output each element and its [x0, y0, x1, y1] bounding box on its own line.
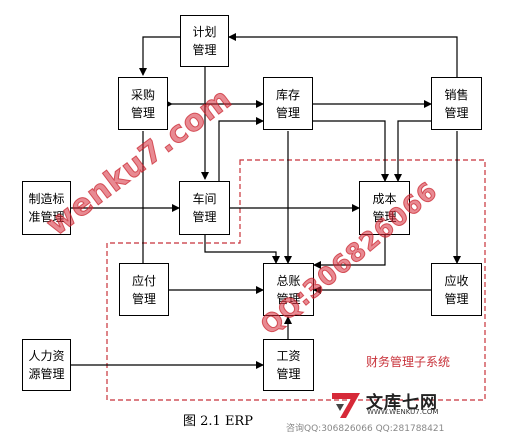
module-plan: 计划管理 — [180, 15, 229, 67]
logo-url: WWW.WENKU7.COM — [367, 408, 439, 416]
module-label: 管理 — [131, 291, 156, 306]
module-label: 管理 — [275, 105, 300, 120]
edge-cost-to-ledger — [313, 235, 386, 269]
figure-caption: 图 2.1 ERP — [183, 414, 253, 429]
module-general-ledger: 总账管理 — [263, 263, 314, 316]
module-label: 工资 — [276, 349, 301, 363]
module-sales: 销售管理 — [431, 77, 482, 130]
module-label: 车间 — [192, 192, 217, 206]
module-label: 管理 — [276, 291, 301, 306]
module-payable: 应付管理 — [119, 263, 169, 316]
module-manufacturing-standard: 制造标准管理 — [22, 181, 71, 235]
contact-line: 咨询QQ:306826066 QQ:281788421 — [286, 424, 445, 434]
edge-inventory-to-cost — [313, 120, 389, 182]
edge-workshop-to-ledger — [204, 235, 280, 264]
module-cost: 成本管理 — [359, 181, 410, 235]
edge-sales-to-cost — [394, 120, 431, 182]
module-label: 采购 — [130, 87, 155, 102]
module-label: 应收 — [444, 273, 469, 288]
module-purchase: 采购管理 — [118, 77, 168, 130]
module-label: 应付 — [131, 273, 156, 288]
module-label: 制造标 — [28, 192, 65, 206]
module-label: 管理 — [444, 291, 469, 306]
module-payroll: 工资管理 — [263, 339, 314, 391]
module-label: 准管理 — [28, 210, 65, 224]
module-label: 库存 — [275, 87, 300, 102]
module-receivable: 应收管理 — [431, 263, 482, 316]
module-label: 管理 — [192, 43, 217, 57]
module-label: 人力资 — [28, 349, 65, 363]
site-logo: 文库七网 WWW.WENKU7.COM — [330, 388, 525, 432]
module-label: 成本 — [372, 192, 397, 206]
edge-sales-to-plan — [228, 33, 458, 77]
module-label: 销售 — [444, 87, 469, 102]
financial-subsystem-boundary — [106, 159, 486, 401]
financial-subsystem-label: 财务管理子系统 — [366, 355, 451, 369]
logo-name: 文库七网 — [366, 393, 438, 413]
edge-workshop-to-inventory — [218, 117, 264, 181]
module-hr: 人力资源管理 — [22, 339, 71, 391]
module-label: 管理 — [444, 105, 469, 120]
module-workshop: 车间管理 — [179, 181, 230, 235]
module-inventory: 库存管理 — [263, 77, 313, 130]
edge-plan-to-purchase — [139, 36, 180, 76]
module-label: 管理 — [372, 210, 397, 224]
module-label: 源管理 — [28, 367, 65, 381]
module-label: 管理 — [192, 210, 217, 224]
module-label: 总账 — [276, 273, 301, 288]
seven-logo-icon — [332, 393, 360, 418]
module-label: 管理 — [130, 105, 155, 120]
module-label: 管理 — [276, 367, 301, 381]
module-label: 计划 — [192, 25, 217, 39]
